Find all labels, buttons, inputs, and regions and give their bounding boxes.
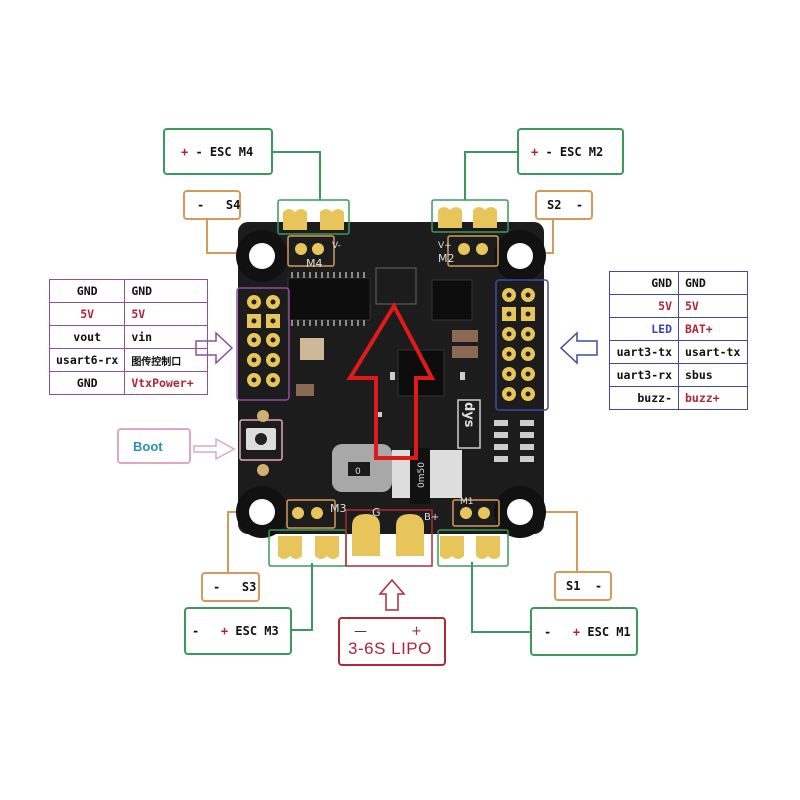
left-header-left-cell: 5V xyxy=(48,302,126,326)
boot-button-knob xyxy=(255,433,267,445)
silk-shunt: 0m50 xyxy=(417,462,427,488)
silk-b-plus: B+ xyxy=(424,512,439,523)
esc-m1-label: - + ESC M1 xyxy=(530,607,638,656)
battery-minus: — xyxy=(354,623,367,639)
right-header-right-cell: 5V xyxy=(678,294,748,318)
right-header-row: buzz-buzz+ xyxy=(609,386,748,410)
right-header-right-cell: GND xyxy=(678,271,748,295)
esc-m2-text: - ESC M2 xyxy=(538,144,604,159)
mount-hole xyxy=(249,243,275,269)
left-header-outline xyxy=(236,287,290,401)
left-header-left-cell: GND xyxy=(48,279,126,303)
silk-v-minus: V- xyxy=(332,241,341,251)
boot-label: Boot xyxy=(117,428,191,464)
s1-text: S1 - xyxy=(566,579,603,593)
boot-text: Boot xyxy=(133,438,163,454)
right-header-right-cell: sbus xyxy=(678,363,748,387)
mount-hole xyxy=(507,243,533,269)
signal-s2-label: S2 - xyxy=(535,190,593,220)
left-header-right-cell: 5V xyxy=(124,302,209,326)
battery-polarity: — + xyxy=(348,623,422,639)
right-header-left-cell: uart3-rx xyxy=(609,363,679,387)
esc-m4-label: + - ESC M4 xyxy=(163,128,273,175)
left-header-left-cell: vout xyxy=(48,325,126,349)
silk-resistor: 0 xyxy=(355,467,361,477)
m1-esc-line xyxy=(471,562,530,633)
direction-arrow xyxy=(346,301,436,460)
left-header-left-cell: usart6-rx xyxy=(48,348,126,372)
right-header-right-cell: BAT+ xyxy=(678,317,748,341)
right-header-arrow xyxy=(559,331,598,365)
s4-text: - S4 xyxy=(197,198,241,212)
s3-text: - S3 xyxy=(213,580,257,594)
esc-m4-text: - ESC M4 xyxy=(188,144,254,159)
battery-label: — + 3-6S LIPO xyxy=(338,617,446,666)
silk-logo: dys xyxy=(461,402,476,428)
right-header-right-cell: usart-tx xyxy=(678,340,748,364)
right-header-left-cell: uart3-tx xyxy=(609,340,679,364)
silk-v-plus: V+ xyxy=(438,241,452,251)
flight-controller-board: M4 M2 V+ V- M3 M1 G B+ 0 0m50 dys xyxy=(236,199,549,567)
left-header-right-cell: VtxPower+ xyxy=(124,371,209,395)
signal-s4-label: - S4 xyxy=(183,190,241,220)
battery-arrow xyxy=(378,578,406,611)
esc-m2-label: + - ESC M2 xyxy=(517,128,624,175)
silk-m2: M2 xyxy=(438,252,455,265)
signal-s1-label: S1 - xyxy=(554,571,612,601)
minus-sign: - xyxy=(192,624,221,638)
right-header-right-cell: buzz+ xyxy=(678,386,748,410)
plus-sign: + xyxy=(220,624,229,638)
plus-sign: + xyxy=(572,624,581,639)
right-header-left-cell: GND xyxy=(609,271,679,295)
esc-m3-label: - + ESC M3 xyxy=(184,607,292,655)
boot-arrow xyxy=(193,437,236,461)
battery-pad-outline xyxy=(345,509,433,567)
plus-sign: + xyxy=(531,144,539,159)
silk-m4: M4 xyxy=(306,257,323,270)
silk-m3: M3 xyxy=(330,502,347,515)
s2-text: S2 - xyxy=(547,198,584,212)
mount-hole xyxy=(507,499,533,525)
right-header-left-cell: LED xyxy=(609,317,679,341)
battery-text: 3-6S LIPO xyxy=(348,638,432,658)
left-header-right-cell: GND xyxy=(124,279,209,303)
left-header-right-cell: 图传控制口 xyxy=(124,348,209,372)
minus-sign: - xyxy=(544,624,573,639)
silk-m1: M1 xyxy=(460,497,474,507)
right-header-left-cell: buzz- xyxy=(609,386,679,410)
plus-sign: + xyxy=(181,144,189,159)
mount-hole xyxy=(249,499,275,525)
silk-g: G xyxy=(372,506,381,519)
left-header-right-cell: vin xyxy=(124,325,209,349)
esc-m1-text: ESC M1 xyxy=(580,624,631,639)
esc-m3-text: ESC M3 xyxy=(228,624,279,638)
battery-plus: + xyxy=(411,623,422,639)
left-header-left-cell: GND xyxy=(48,371,126,395)
m2-esc-line xyxy=(464,151,517,200)
signal-s3-label: - S3 xyxy=(201,572,260,602)
m4-esc-line xyxy=(272,151,321,200)
right-header-left-cell: 5V xyxy=(609,294,679,318)
right-header-outline xyxy=(495,279,549,411)
